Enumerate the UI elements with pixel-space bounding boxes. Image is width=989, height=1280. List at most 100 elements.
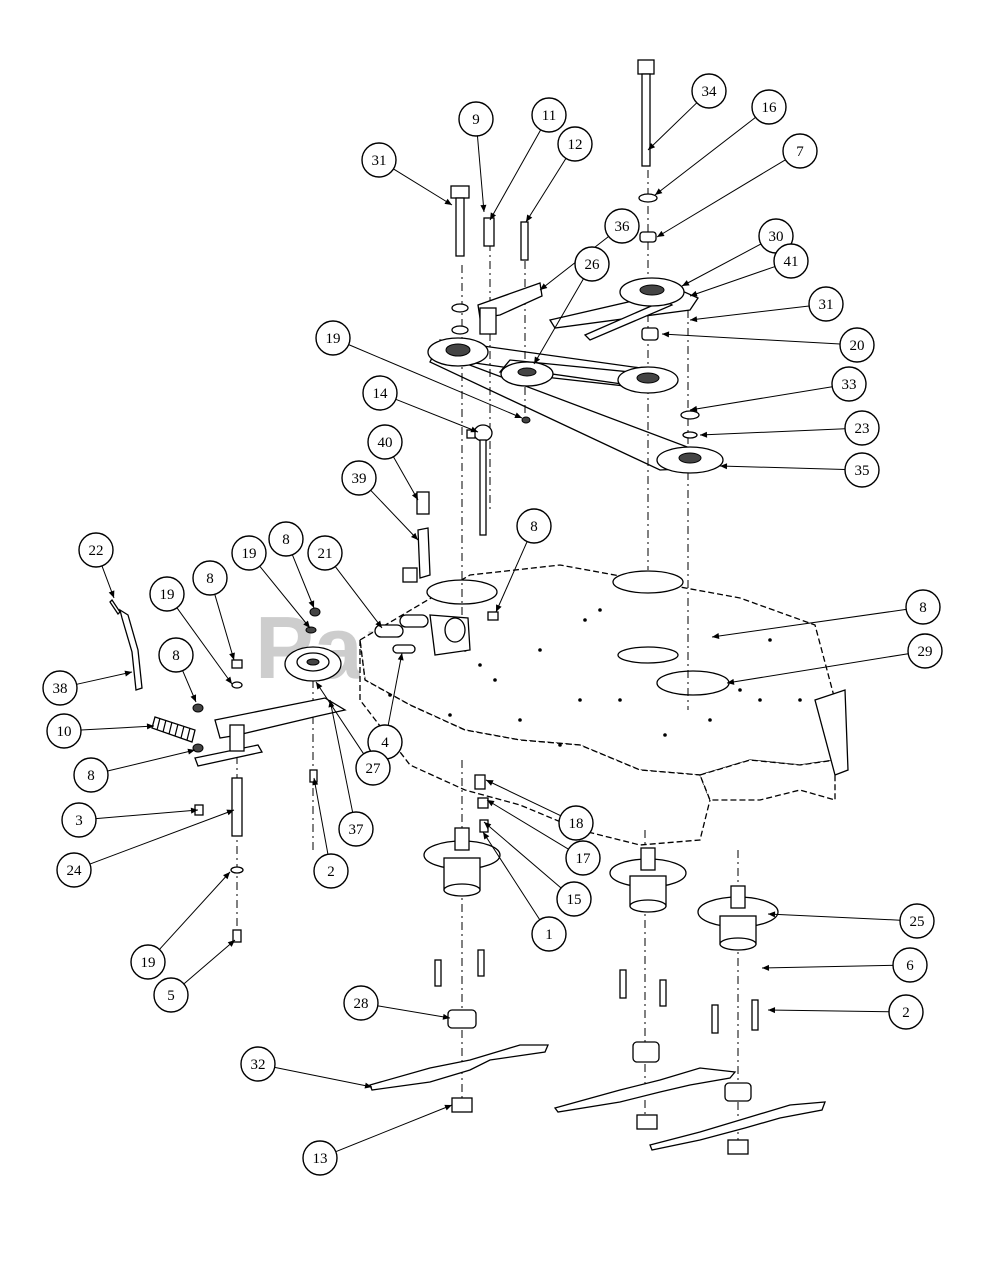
callout-arrowhead — [662, 331, 670, 338]
callout-8: 8 — [268, 521, 315, 609]
callout-12: 12 — [525, 126, 593, 223]
nut-13 — [451, 1097, 473, 1113]
callout-leader — [377, 1005, 451, 1019]
callout-19: 19 — [130, 871, 231, 980]
callout-label: 16 — [762, 100, 778, 116]
callout-leader — [76, 671, 133, 685]
callout-leader — [313, 777, 329, 855]
callout-leader — [392, 456, 419, 501]
callout-circle — [240, 1046, 276, 1082]
callout-31: 31 — [361, 142, 453, 206]
callout-label: 28 — [354, 996, 369, 1012]
callout-23: 23 — [699, 410, 880, 446]
callout-31: 31 — [689, 286, 844, 323]
callout-20: 20 — [661, 327, 875, 363]
deck-skirt-right — [699, 759, 836, 801]
callout-27: 27 — [315, 681, 391, 786]
nut-8-center — [487, 611, 499, 621]
callout-label: 38 — [53, 681, 68, 697]
idler-arm-37-lower — [194, 744, 264, 767]
callout-circle — [558, 805, 594, 841]
callout-label: 8 — [530, 519, 538, 535]
blade-center — [553, 1067, 737, 1113]
callout-19: 19 — [231, 535, 311, 629]
callout-arrowhead — [227, 940, 235, 947]
callout-leader — [647, 102, 698, 151]
spring-14 — [473, 424, 493, 442]
callout-arrowhead — [480, 204, 487, 212]
callout-arrowhead — [364, 1082, 372, 1089]
callout-arrowhead — [108, 590, 115, 598]
callout-circle — [458, 101, 494, 137]
callout-40: 40 — [367, 424, 419, 501]
callout-label: 35 — [855, 463, 870, 479]
washer-17 — [477, 797, 489, 809]
callout-leader — [539, 236, 609, 291]
nut-19-left — [305, 626, 317, 634]
adapter-28 — [447, 1009, 477, 1029]
callout-circle — [808, 286, 844, 322]
callout-arrowhead — [444, 1104, 452, 1111]
bolt-34-head — [637, 59, 655, 75]
callout-label: 41 — [784, 254, 799, 270]
callout-label: 40 — [378, 435, 393, 451]
callout-label: 22 — [89, 543, 104, 559]
spacer-20 — [641, 327, 659, 341]
callout-arrowhead — [682, 280, 690, 286]
callout-label: 25 — [910, 914, 925, 930]
callout-38: 38 — [42, 670, 133, 706]
callout-arrowhead — [190, 807, 198, 814]
callout-leader — [176, 607, 233, 685]
callout-label: 21 — [318, 546, 333, 562]
callout-13: 13 — [302, 1104, 453, 1176]
callout-label: 30 — [769, 229, 784, 245]
idler-arm-37 — [214, 697, 347, 739]
callout-leader — [485, 779, 561, 817]
callout-arrowhead — [225, 676, 232, 684]
callout-label: 24 — [67, 863, 83, 879]
spring-22 — [109, 598, 121, 616]
bolt-14-shank — [479, 439, 487, 536]
callout-label: 5 — [167, 988, 175, 1004]
callout-19: 19 — [149, 576, 233, 685]
callout-29: 29 — [726, 633, 943, 685]
callout-8: 8 — [711, 589, 941, 639]
callout-circle — [307, 535, 343, 571]
callout-circle — [153, 977, 189, 1013]
callout-arrowhead — [226, 809, 234, 816]
callout-10: 10 — [46, 713, 155, 749]
callout-circle — [844, 410, 880, 446]
callout-label: 11 — [542, 108, 556, 124]
callout-circle — [773, 243, 809, 279]
callout-15: 15 — [483, 821, 592, 917]
callout-18: 18 — [485, 779, 594, 841]
callout-41: 41 — [689, 243, 809, 297]
callout-arrowhead — [657, 230, 665, 237]
callout-24: 24 — [56, 809, 235, 888]
callout-label: 27 — [366, 761, 382, 777]
callout-19: 19 — [315, 320, 523, 419]
blade-32 — [369, 1044, 549, 1091]
callout-arrowhead — [534, 356, 541, 364]
callout-circle — [46, 713, 82, 749]
bolt-18 — [474, 774, 486, 790]
washer-under-31b — [451, 325, 469, 335]
callout-label: 9 — [472, 112, 480, 128]
callout-arrowhead — [690, 405, 698, 412]
callout-circle — [367, 424, 403, 460]
nut-8-b — [192, 743, 204, 753]
callout-28: 28 — [343, 985, 451, 1021]
callout-circle — [231, 535, 267, 571]
bolt-31-head — [450, 185, 470, 199]
callout-leader — [689, 305, 810, 321]
callout-circle — [73, 757, 109, 793]
callout-circle — [343, 985, 379, 1021]
callout-circle — [56, 852, 92, 888]
callout-36: 36 — [539, 208, 640, 291]
top-hardware — [450, 59, 700, 536]
deck-rear-bracket — [814, 689, 849, 776]
bolt-21a — [374, 624, 404, 638]
callout-arrowhead — [720, 463, 728, 470]
pulley-30-hub — [639, 284, 665, 296]
callout-leader — [699, 428, 846, 436]
